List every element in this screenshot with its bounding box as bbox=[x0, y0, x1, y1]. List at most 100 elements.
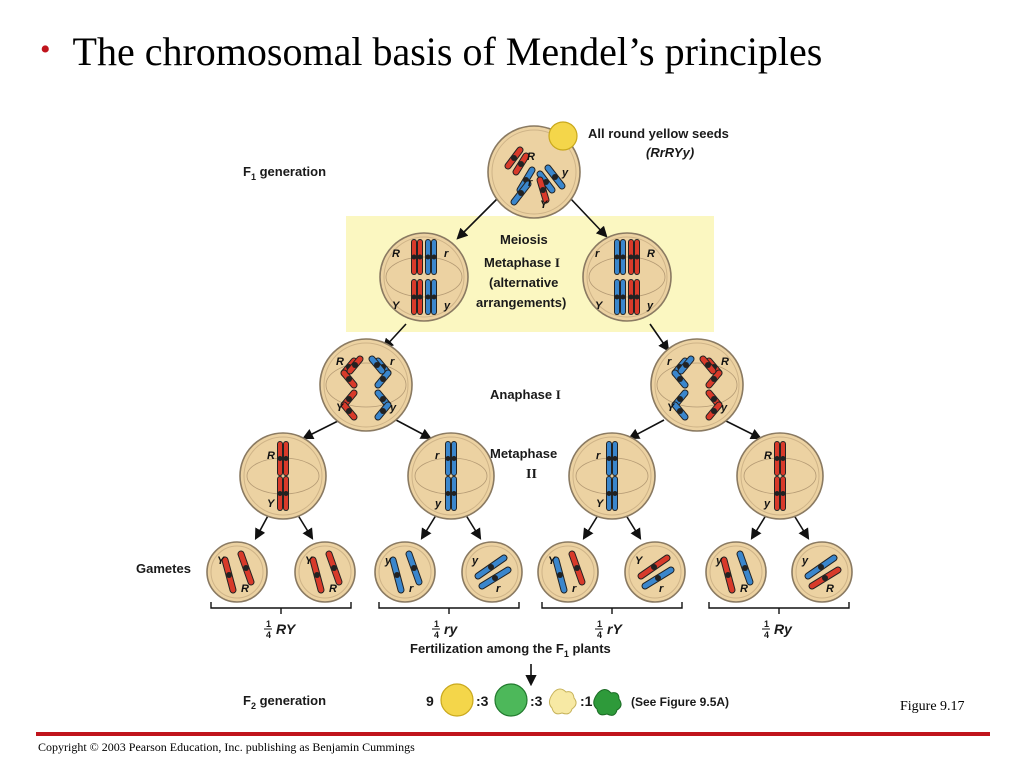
gamete-ry-1: yr bbox=[374, 541, 436, 603]
cell bbox=[582, 232, 672, 322]
fraction-denominator: 4 bbox=[764, 630, 769, 640]
allele-label: r bbox=[596, 450, 601, 462]
gamete-Ry-1: yR bbox=[705, 541, 767, 603]
allele-label: R bbox=[764, 450, 772, 462]
allele-label: r bbox=[595, 248, 600, 260]
allele-label: R bbox=[740, 583, 748, 595]
allele-label: y bbox=[443, 300, 451, 312]
allele-label: r bbox=[444, 248, 449, 260]
arrow bbox=[456, 197, 499, 240]
cell bbox=[537, 541, 599, 603]
allele-label: r bbox=[496, 583, 501, 595]
cell bbox=[239, 432, 327, 520]
f1-generation-label: F1 generation bbox=[243, 164, 326, 182]
ratio-1: :1 bbox=[580, 693, 593, 709]
f2-generation-label: F2 generation bbox=[243, 693, 326, 711]
cell bbox=[791, 541, 853, 603]
figure-label: Figure 9.17 bbox=[900, 699, 965, 714]
round-yellow-seed-icon bbox=[440, 683, 474, 717]
gamete-type-label: RY bbox=[276, 621, 297, 637]
meiosis-label: Meiosis bbox=[500, 232, 548, 247]
gamete-bracket bbox=[708, 602, 850, 609]
metaphase-2-cell-1: RY bbox=[239, 432, 327, 520]
allele-label: R bbox=[721, 356, 729, 368]
arrow bbox=[628, 419, 665, 440]
parent-cell: Ry rY bbox=[487, 121, 581, 219]
gamete-fraction-rY: 14 rY bbox=[595, 619, 623, 640]
allele-label: R bbox=[336, 356, 344, 368]
gamete-RY-2: YR bbox=[294, 541, 356, 603]
gametes-label: Gametes bbox=[136, 561, 191, 576]
allele-label: y bbox=[720, 402, 728, 414]
cell bbox=[461, 541, 523, 603]
round-green-seed-icon bbox=[494, 683, 528, 717]
allele-label: y bbox=[801, 555, 809, 567]
gamete-type-label: Ry bbox=[774, 621, 793, 637]
allele-label: Y bbox=[667, 402, 676, 414]
allele-label: y bbox=[471, 555, 479, 567]
allele-label: R bbox=[392, 248, 400, 260]
allele-label: r bbox=[572, 583, 577, 595]
allele-label: y bbox=[434, 498, 442, 510]
gamete-rY-2: Yr bbox=[624, 541, 686, 603]
allele-label: R bbox=[826, 583, 834, 595]
allele-label: r bbox=[667, 356, 672, 368]
gamete-RY-1: YR bbox=[206, 541, 268, 603]
cell bbox=[568, 432, 656, 520]
cell bbox=[206, 541, 268, 603]
cell bbox=[736, 432, 824, 520]
see-figure-label: (See Figure 9.5A) bbox=[631, 695, 729, 709]
allele-y: y bbox=[561, 167, 569, 179]
metaphase-2-roman: II bbox=[526, 467, 537, 482]
allele-label: y bbox=[763, 498, 771, 510]
allele-label: y bbox=[646, 300, 654, 312]
round-yellow-seed-icon bbox=[548, 121, 578, 151]
allele-r: r bbox=[528, 177, 533, 189]
gamete-bracket bbox=[378, 602, 520, 609]
allele-label: y bbox=[715, 555, 723, 567]
allele-Y: Y bbox=[540, 199, 549, 211]
cell bbox=[319, 338, 413, 432]
cell bbox=[379, 232, 469, 322]
gamete-bracket bbox=[541, 602, 683, 609]
allele-R: R bbox=[527, 151, 535, 163]
allele-label: Y bbox=[267, 498, 276, 510]
cell bbox=[650, 338, 744, 432]
arrow bbox=[723, 419, 763, 440]
ratio-3a: :3 bbox=[476, 693, 489, 709]
arrow bbox=[395, 419, 432, 440]
metaphase-2-cell-4: Ry bbox=[736, 432, 824, 520]
allele-label: Y bbox=[548, 555, 557, 567]
arrangements-label: arrangements) bbox=[476, 295, 566, 310]
wrinkled-yellow-seed-icon bbox=[548, 688, 577, 715]
fraction-denominator: 4 bbox=[266, 630, 271, 640]
allele-label: Y bbox=[595, 300, 604, 312]
arrow bbox=[301, 419, 341, 440]
cell bbox=[374, 541, 436, 603]
allele-label: y bbox=[389, 402, 397, 414]
allele-label: y bbox=[384, 555, 392, 567]
allele-label: Y bbox=[336, 402, 345, 414]
gamete-bracket bbox=[210, 602, 352, 609]
allele-label: R bbox=[267, 450, 275, 462]
allele-label: R bbox=[329, 583, 337, 595]
arrow bbox=[649, 323, 670, 352]
fraction-denominator: 4 bbox=[434, 630, 439, 640]
allele-label: r bbox=[390, 356, 395, 368]
ratio-3b: :3 bbox=[530, 693, 543, 709]
allele-label: Y bbox=[217, 555, 226, 567]
allele-label: Y bbox=[305, 555, 314, 567]
gamete-type-label: rY bbox=[607, 621, 623, 637]
gamete-type-label: ry bbox=[444, 621, 458, 637]
fraction-numerator: 1 bbox=[597, 619, 602, 629]
fraction-denominator: 4 bbox=[597, 630, 602, 640]
